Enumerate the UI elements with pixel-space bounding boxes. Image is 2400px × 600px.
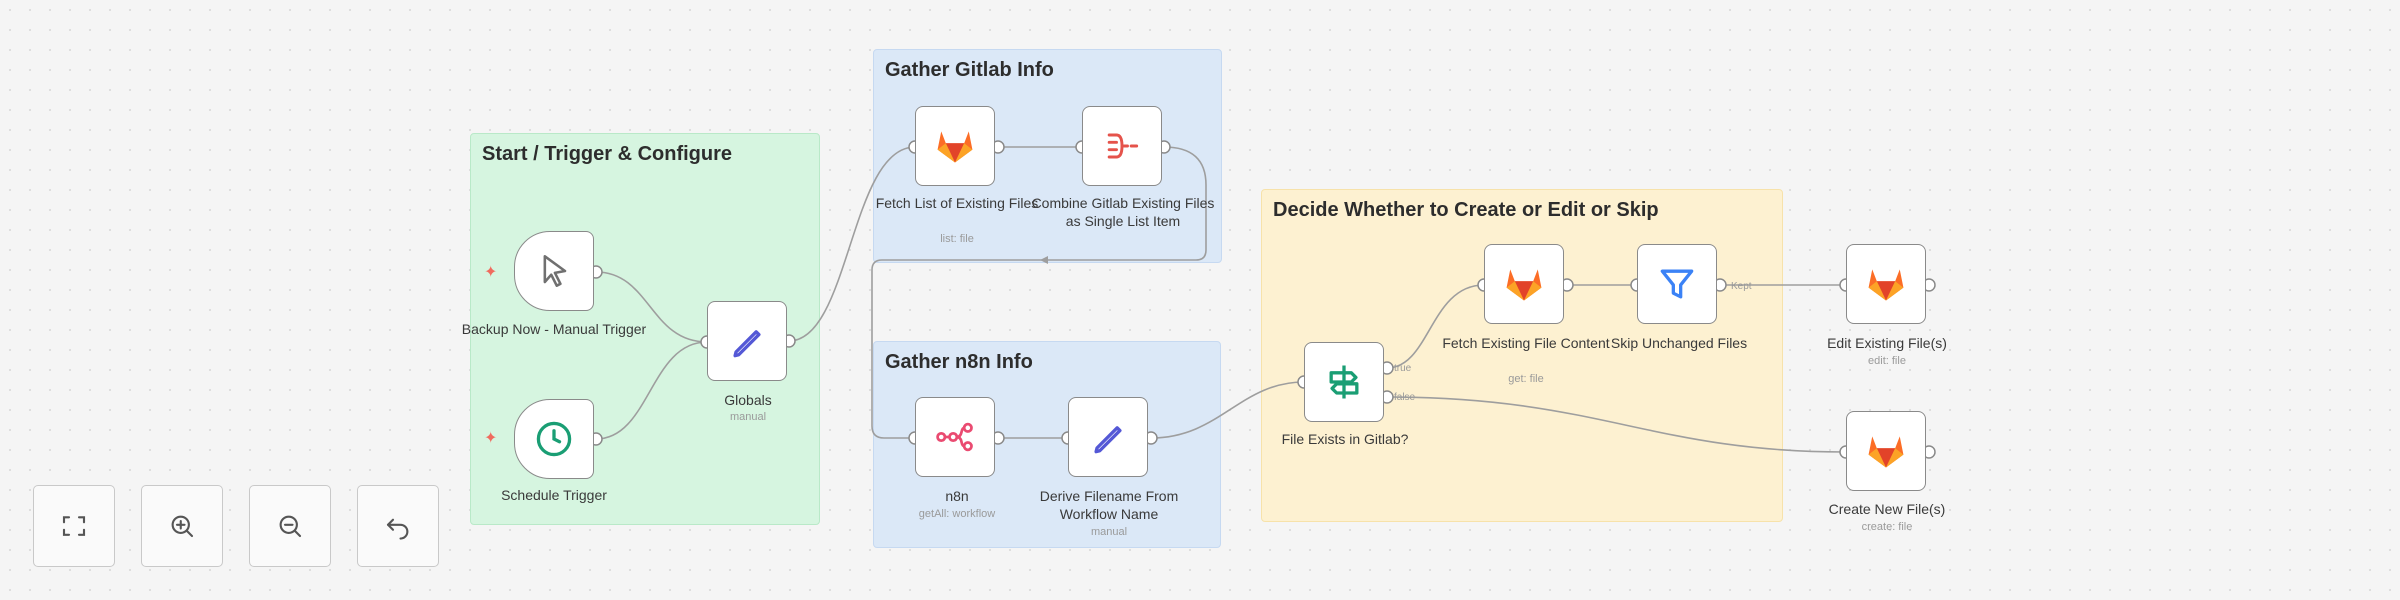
group-title: Gather Gitlab Info xyxy=(885,59,1054,81)
group-title: Decide Whether to Create or Edit or Skip xyxy=(1273,199,1659,221)
zoom-in-button[interactable] xyxy=(141,485,223,567)
node-sublabel: list: file xyxy=(940,233,974,245)
node-sublabel: get: file xyxy=(1508,373,1544,385)
node-label: Schedule Trigger xyxy=(501,487,607,503)
undo-button[interactable] xyxy=(357,485,439,567)
zoom-out-icon xyxy=(279,515,302,538)
node-edit-existing-files[interactable] xyxy=(1846,244,1926,324)
aggregate-icon xyxy=(1107,133,1139,159)
fit-view-icon xyxy=(62,516,86,536)
node-label: Fetch List of Existing Files xyxy=(875,195,1039,211)
edge xyxy=(871,146,1207,439)
trigger-bolt-icon: ✦ xyxy=(484,430,498,447)
node-label: Globals xyxy=(724,392,772,408)
signpost-icon xyxy=(1329,365,1359,399)
node-label: Backup Now - Manual Trigger xyxy=(461,321,647,337)
trigger-bolt-icon: ✦ xyxy=(484,264,498,281)
node-sublabel: manual xyxy=(1090,526,1128,538)
group-title: Start / Trigger & Configure xyxy=(482,143,733,165)
edge-label-kept: Kept xyxy=(1731,281,1752,292)
group-title: Gather n8n Info xyxy=(885,351,1033,373)
edge xyxy=(595,271,708,343)
gitlab-icon xyxy=(1506,269,1542,301)
node-label: n8n xyxy=(945,488,969,504)
node-fetch-existing-file-content[interactable] xyxy=(1484,244,1564,324)
clock-icon xyxy=(536,421,572,457)
node-create-new-files[interactable] xyxy=(1846,411,1926,491)
cursor-icon xyxy=(543,255,567,287)
zoom-out-button[interactable] xyxy=(249,485,331,567)
pen-icon xyxy=(733,330,761,358)
node-label: Fetch Existing File Content xyxy=(1442,335,1610,351)
node-sublabel: getAll: workflow xyxy=(918,508,996,520)
n8n-icon xyxy=(936,422,973,452)
node-label: Edit Existing File(s) xyxy=(1827,335,1947,351)
node-label: Combine Gitlab Existing Files as Single … xyxy=(1031,195,1215,229)
node-fetch-list-existing-files[interactable] xyxy=(915,106,995,186)
node-n8n[interactable] xyxy=(915,397,995,477)
node-derive-filename[interactable] xyxy=(1068,397,1148,477)
node-backup-manual-trigger[interactable] xyxy=(514,231,594,311)
node-sublabel: manual xyxy=(729,411,767,423)
edge xyxy=(595,341,708,440)
pen-icon xyxy=(1094,426,1122,454)
node-file-exists-in-gitlab[interactable] xyxy=(1304,342,1384,422)
node-skip-unchanged-files[interactable] xyxy=(1637,244,1717,324)
edge xyxy=(788,146,916,342)
node-label: Skip Unchanged Files xyxy=(1610,335,1748,351)
node-label: Create New File(s) xyxy=(1828,501,1946,517)
edge xyxy=(1386,396,1847,453)
zoom-in-icon xyxy=(171,515,194,538)
gitlab-icon xyxy=(937,131,973,163)
node-globals[interactable] xyxy=(707,301,787,381)
fit-view-button[interactable] xyxy=(33,485,115,567)
edge-label-false: false xyxy=(1394,392,1416,403)
node-schedule-trigger[interactable] xyxy=(514,399,594,479)
edge xyxy=(1150,381,1305,439)
node-combine-gitlab-files[interactable] xyxy=(1082,106,1162,186)
node-sublabel: edit: file xyxy=(1868,355,1906,367)
node-label: Derive Filename From Workflow Name xyxy=(1039,488,1179,522)
filter-icon xyxy=(1660,269,1694,299)
node-label: File Exists in Gitlab? xyxy=(1281,431,1409,447)
edge-label-true: true xyxy=(1394,363,1412,374)
edge xyxy=(1386,284,1485,369)
gitlab-icon xyxy=(1868,436,1904,468)
gitlab-icon xyxy=(1868,269,1904,301)
undo-icon xyxy=(386,518,409,540)
node-sublabel: create: file xyxy=(1861,521,1913,533)
